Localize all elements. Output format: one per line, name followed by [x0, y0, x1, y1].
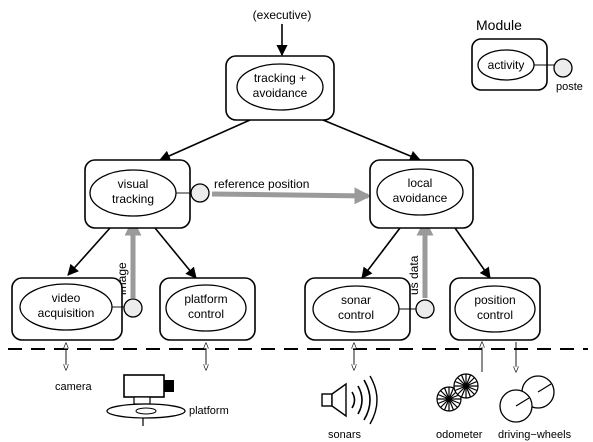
platform-control-label-1: platform — [184, 292, 227, 306]
executive-label: (executive) — [253, 8, 312, 22]
visual-tracking-label-1: visual — [118, 177, 149, 191]
position-control-label-2: control — [477, 308, 513, 322]
odometer-icon — [436, 373, 479, 412]
sonar-control-label-2: control — [338, 308, 374, 322]
sonar-speaker-icon — [321, 375, 378, 425]
tracking-label-1: tracking + — [254, 71, 306, 85]
camera-label: camera — [55, 381, 93, 393]
module-tracking-avoidance: tracking + avoidance — [225, 55, 335, 121]
module-video-acquisition: video acquisition — [11, 277, 143, 341]
legend-poster-circle — [553, 58, 573, 78]
platform-label: platform — [189, 405, 229, 417]
module-visual-tracking: visual tracking — [84, 159, 210, 229]
position-control-label-1: position — [474, 293, 515, 307]
arrow-tracking-to-local — [322, 119, 422, 162]
module-local-avoidance: local avoidance — [369, 159, 474, 229]
legend: Module activity poste — [471, 17, 583, 93]
arrow-local-to-sonar — [361, 227, 401, 279]
flow-us-data-label: us data — [407, 255, 421, 295]
sonars-label: sonars — [328, 429, 362, 441]
module-sonar-control: sonar control — [304, 277, 435, 341]
poster-reference-position — [190, 183, 210, 203]
local-avoidance-label-1: local — [408, 176, 433, 190]
sonar-control-label-1: sonar — [341, 293, 371, 307]
legend-activity-label: activity — [488, 58, 525, 72]
arrow-visual-to-video — [67, 227, 111, 276]
camera-platform-icon — [106, 374, 186, 426]
driving-wheels-icon — [499, 375, 555, 423]
tracking-label-2: avoidance — [253, 86, 308, 100]
legend-title: Module — [476, 17, 522, 33]
poster-image — [123, 298, 143, 318]
arrow-tracking-to-visual — [158, 119, 251, 162]
video-acquisition-label-1: video — [52, 291, 81, 305]
driving-wheels-label: driving−wheels — [498, 429, 572, 441]
module-position-control: position control — [449, 277, 541, 341]
flow-reference-position-label: reference position — [214, 177, 309, 191]
arrow-visual-to-platform — [154, 227, 197, 279]
legend-poster-label: poste — [556, 81, 583, 93]
visual-tracking-label-2: tracking — [112, 192, 154, 206]
odometer-label: odometer — [436, 429, 483, 441]
module-platform-control: platform control — [159, 277, 256, 341]
local-avoidance-label-2: avoidance — [393, 191, 448, 205]
arrow-local-to-position — [454, 227, 491, 279]
poster-us-data — [415, 299, 435, 319]
video-acquisition-label-2: acquisition — [38, 306, 95, 320]
flow-reference-position — [211, 187, 372, 205]
platform-control-label-2: control — [188, 307, 224, 321]
